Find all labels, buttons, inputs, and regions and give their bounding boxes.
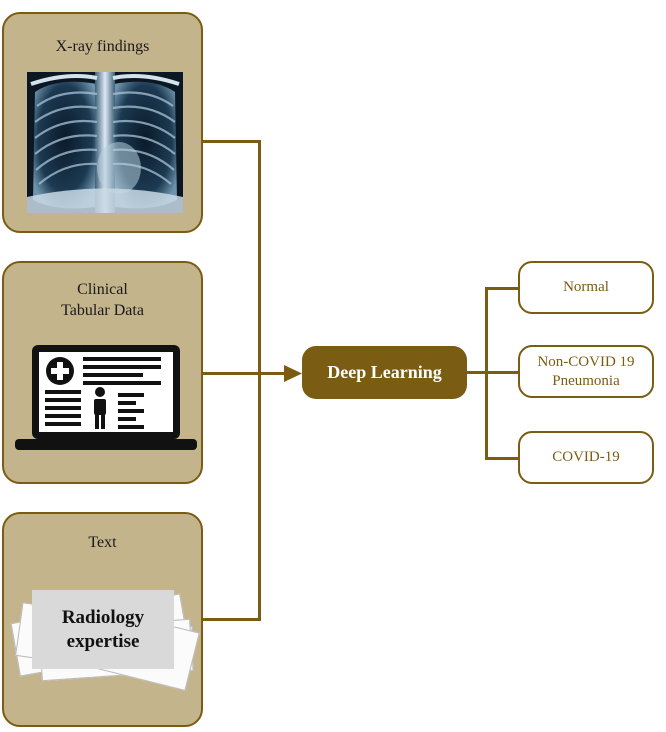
output-pneumonia-line1: Non-COVID 19: [537, 353, 635, 370]
xray-findings-title: X-ray findings: [55, 38, 150, 55]
chest-xray-image: [27, 72, 183, 213]
output-covid-19: COVID-19: [518, 431, 654, 484]
arrow-head-icon: [284, 365, 302, 382]
output-covid-label: COVID-19: [552, 449, 620, 465]
connector-vertical-trunk: [258, 140, 261, 621]
clinical-data-box: Clinical Tabular Data: [2, 261, 203, 484]
radiology-card-line2: expertise: [66, 630, 140, 652]
radiology-card-line1: Radiology: [61, 606, 145, 628]
output-normal-label: Normal: [563, 279, 609, 295]
output-pneumonia-line2: Pneumonia: [552, 372, 620, 389]
connector-covid: [485, 457, 519, 460]
text-title: Text: [88, 534, 117, 551]
laptop-patient-record-icon: [15, 345, 197, 450]
connector-model-out: [467, 371, 488, 374]
output-non-covid-pneumonia: Non-COVID 19 Pneumonia: [518, 345, 654, 398]
deep-learning-node: Deep Learning: [302, 346, 467, 399]
connector-pneumonia: [485, 371, 519, 374]
radiology-expertise-card: Radiology expertise: [32, 590, 174, 669]
clinical-title-line2: Tabular Data: [61, 302, 144, 319]
connector-normal: [485, 287, 519, 290]
output-normal: Normal: [518, 261, 654, 314]
clinical-title-line1: Clinical: [77, 281, 128, 298]
connector-text: [203, 618, 260, 621]
connector-clinical: [203, 372, 289, 375]
xray-findings-box: X-ray findings: [2, 12, 203, 233]
connector-xray: [203, 140, 260, 143]
